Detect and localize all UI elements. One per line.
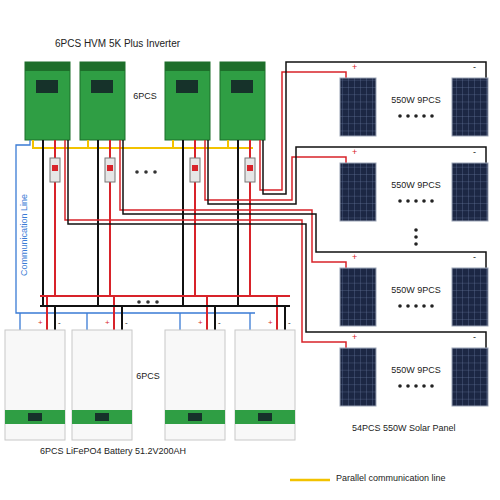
battery-label: 6PCS LiFePO4 Battery 51.2V200AH xyxy=(40,447,186,457)
panel-label: 54PCS 550W Solar Panel xyxy=(352,424,456,434)
communication-line xyxy=(16,140,255,330)
panel-string-label: 550W 9PCS xyxy=(391,96,441,106)
batteries xyxy=(5,330,295,440)
line-label: Communication Line xyxy=(20,194,30,276)
panel-string-label: 550W 9PCS xyxy=(391,366,441,376)
terminal-sign: - xyxy=(288,319,291,328)
breakers xyxy=(50,158,255,182)
battery-wires xyxy=(40,140,290,330)
inverters xyxy=(25,62,265,140)
terminal-sign: - xyxy=(218,319,221,328)
terminal-sign: - xyxy=(58,319,61,328)
count-label: 6PCS xyxy=(133,92,157,102)
count-label: 6PCS xyxy=(136,372,160,382)
parallel-line xyxy=(33,140,253,148)
ellipsis-dots xyxy=(135,170,159,304)
terminal-sign: - xyxy=(473,148,476,158)
title-label: 6PCS HVM 5K Plus Inverter xyxy=(55,38,180,49)
terminal-sign: + xyxy=(352,253,357,263)
terminal-sign: - xyxy=(473,253,476,263)
solar-panels xyxy=(340,78,488,406)
terminal-sign: + xyxy=(38,319,43,328)
legend-line-sample xyxy=(290,479,330,482)
terminal-sign: + xyxy=(105,319,110,328)
terminal-sign: - xyxy=(473,333,476,343)
panel-string-label: 550W 9PCS xyxy=(391,286,441,296)
terminal-sign: + xyxy=(352,333,357,343)
panel-dots xyxy=(398,114,434,388)
terminal-sign: + xyxy=(268,319,273,328)
pv-wires xyxy=(65,62,486,348)
terminal-sign: - xyxy=(125,319,128,328)
terminal-sign: + xyxy=(352,148,357,158)
legend-text: Parallel communication line xyxy=(336,474,446,484)
panel-string-label: 550W 9PCS xyxy=(391,181,441,191)
terminal-sign: + xyxy=(352,63,357,73)
terminal-sign: + xyxy=(198,319,203,328)
terminal-sign: - xyxy=(473,63,476,73)
